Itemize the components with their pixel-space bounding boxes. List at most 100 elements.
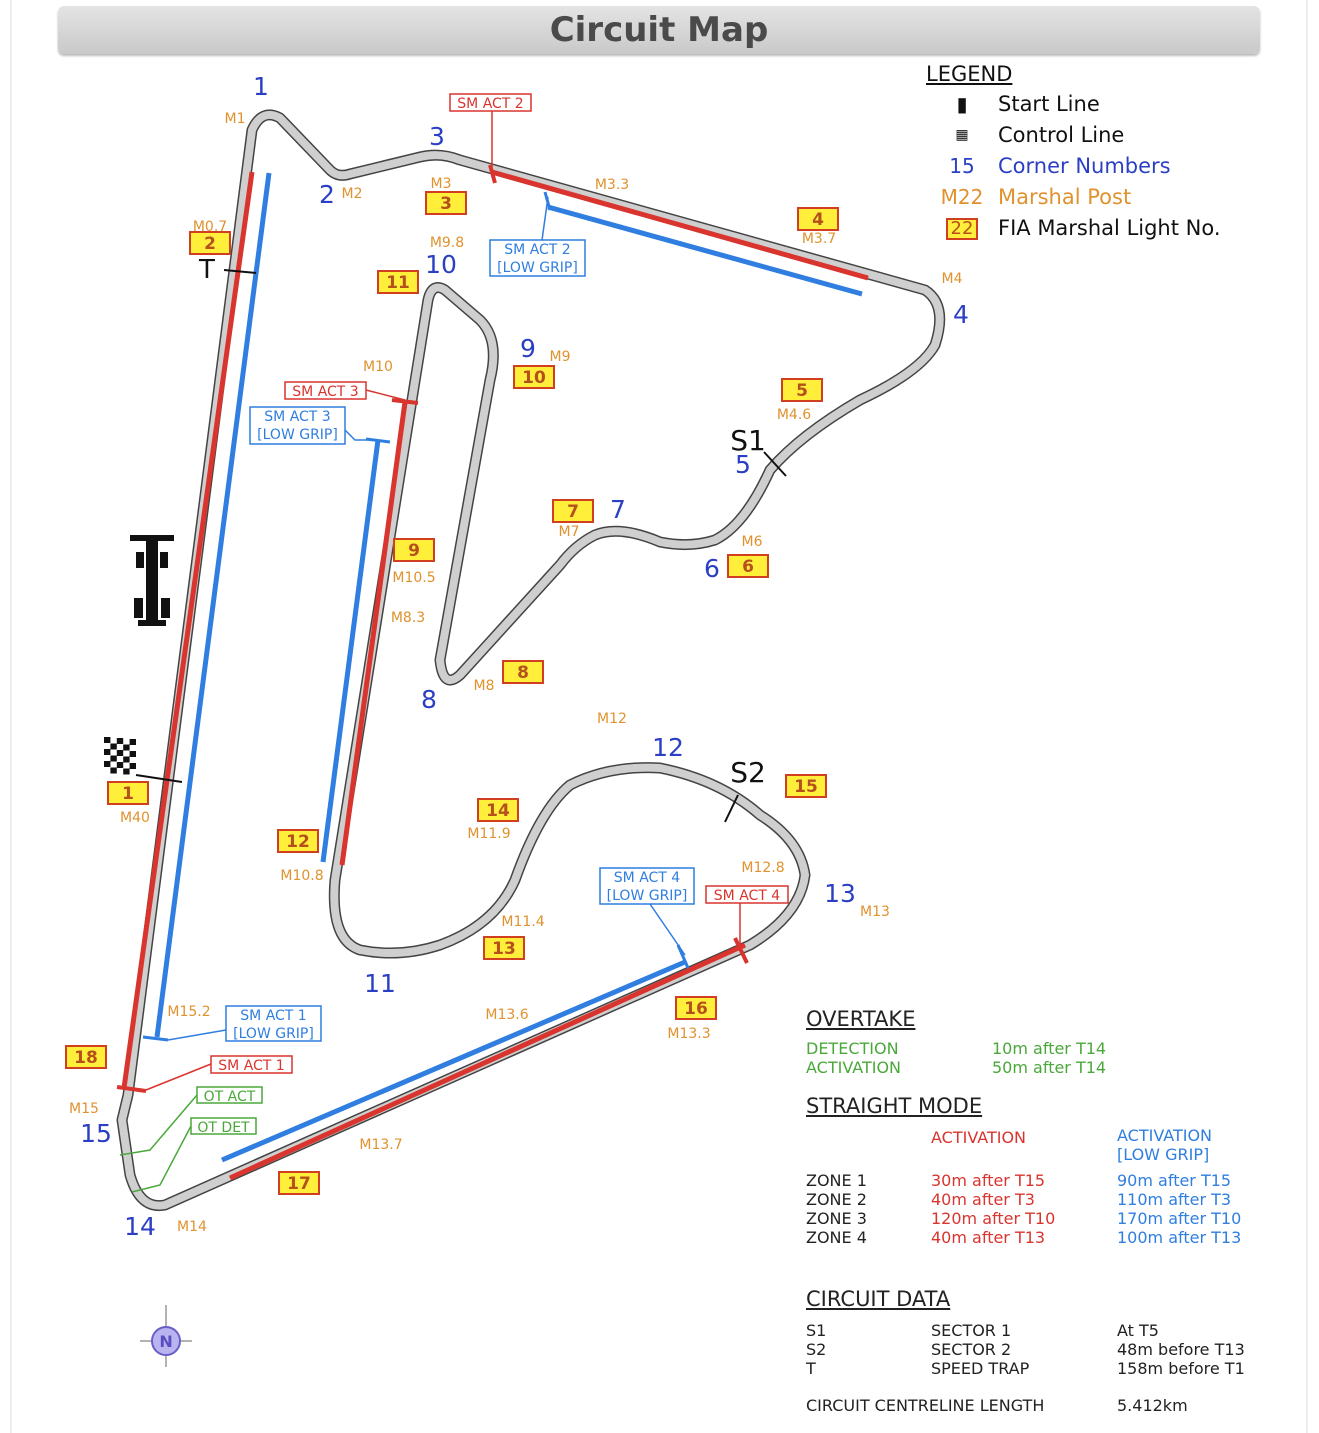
overtake-heading: OVERTAKE (806, 1007, 916, 1031)
marshal-post: M9 (550, 349, 571, 365)
marshal-light-number: 15 (794, 777, 818, 797)
marshal-light-box (552, 499, 594, 523)
zone-activation: 30m after T15 (931, 1171, 1046, 1190)
name: SECTOR 1 (931, 1321, 1012, 1340)
marshal-light-number: 10 (522, 368, 546, 388)
marshal-light-box (278, 1171, 320, 1195)
zone-label: SM ACT 4 (714, 888, 781, 904)
marshal-post: M13.6 (485, 1007, 528, 1023)
code: T (806, 1359, 816, 1378)
marshal-post: M15 (69, 1101, 99, 1117)
marshal-post: M8 (474, 678, 495, 694)
marshal-light-number: 5 (796, 381, 808, 401)
code: S1 (806, 1321, 827, 1340)
control-line-icon: ▦ (955, 126, 969, 143)
zone3-lowgrip-line (320, 439, 381, 863)
marshal-light-box (483, 936, 525, 960)
zone-label-sub: [LOW GRIP] (497, 260, 578, 276)
zone-leader-line (167, 1029, 227, 1041)
marshal-light-number: 12 (286, 832, 310, 852)
zone-label-box (599, 867, 695, 905)
col-activation: ACTIVATION (931, 1128, 1027, 1147)
zone-label: SM ACT 4 (614, 870, 681, 886)
marshal-light-number: 13 (492, 939, 516, 959)
speed-trap-marker: T (198, 255, 215, 285)
marshal-post: M14 (177, 1219, 207, 1235)
zone-label-sub: [LOW GRIP] (607, 888, 688, 904)
zone-label-sub: [LOW GRIP] (233, 1026, 314, 1042)
zone-leader-line (344, 429, 378, 441)
marshal-post: M10.8 (280, 868, 323, 884)
value: 50m after T14 (992, 1058, 1107, 1077)
zone-label: SM ACT 1 (240, 1008, 306, 1024)
legend-label: Control Line (998, 122, 1125, 147)
marshal-light-box (785, 774, 827, 798)
marshal-post: M13.7 (359, 1137, 402, 1153)
marshal-post: M10.5 (392, 570, 435, 586)
zone-label: SM ACT 3 (264, 409, 330, 425)
marshal-post: M1 (225, 111, 246, 127)
zone1-lowgrip-line (154, 172, 272, 1038)
corner-number: 7 (610, 495, 626, 524)
value: At T5 (1117, 1321, 1159, 1340)
zone-label: SM ACT 1 (218, 1058, 284, 1074)
marshal-light-number: 8 (517, 663, 529, 683)
marshal-light-box (107, 781, 149, 805)
zone-activation: 40m after T13 (931, 1228, 1046, 1247)
corner-number: 13 (824, 879, 856, 908)
corner-number: 11 (364, 969, 396, 998)
marshal-post: M40 (120, 810, 150, 826)
compass-icon: N (140, 1305, 192, 1367)
zone-label-sub: [LOW GRIP] (257, 427, 338, 443)
corner-number: 3 (429, 122, 445, 151)
zone-leader-line (365, 389, 406, 401)
marshal-light-box (425, 191, 467, 215)
zone-low-grip: 90m after T15 (1117, 1171, 1232, 1190)
zone-leader-line (131, 1125, 192, 1193)
zone-label-box (284, 381, 367, 400)
marshal-light-number: 2 (204, 234, 216, 254)
value: 10m after T14 (992, 1039, 1107, 1058)
label: DETECTION (806, 1039, 899, 1058)
checkered-flag-icon (104, 737, 136, 775)
marshal-light-box (675, 996, 717, 1020)
page-title: Circuit Map (549, 10, 769, 50)
name: SECTOR 2 (931, 1340, 1012, 1359)
marshal-post: M13.3 (667, 1026, 710, 1042)
straight-mode-heading: STRAIGHT MODE (806, 1094, 983, 1118)
zone-label-box (210, 1055, 293, 1074)
corner-number: 5 (735, 450, 751, 479)
legend-label: Corner Numbers (998, 153, 1171, 178)
legend-item-start-line: ▮Start Line (926, 88, 1221, 119)
page-frame (10, 0, 1308, 1433)
zone2-lowgrip-line (547, 204, 863, 297)
col-low-grip-sub: [LOW GRIP] (1117, 1145, 1210, 1164)
marshal-light-number: 7 (567, 502, 579, 522)
marshal-light-box (65, 1045, 107, 1069)
marshal-light-box (477, 798, 519, 822)
marshal-light-number: 14 (486, 801, 510, 821)
marshal-post: M4 (942, 271, 963, 287)
marshal-post: M10 (363, 359, 393, 375)
corner-number: 9 (520, 334, 536, 363)
zone-name: ZONE 4 (806, 1228, 867, 1247)
corner-number: 12 (652, 733, 684, 762)
legend-sample: 15 (949, 153, 975, 178)
marshal-light-box (781, 378, 823, 402)
corner-number: 4 (953, 300, 969, 329)
col-low-grip: ACTIVATION (1117, 1126, 1213, 1145)
marshal-light-number: 4 (812, 210, 824, 230)
zone-activation: 120m after T10 (931, 1209, 1056, 1228)
legend-label: Start Line (998, 91, 1100, 116)
corner-number: 15 (80, 1119, 112, 1148)
zone-activation: 40m after T3 (931, 1190, 1035, 1209)
zone-label-box (196, 1086, 263, 1104)
marshal-post: M3.3 (595, 177, 629, 193)
